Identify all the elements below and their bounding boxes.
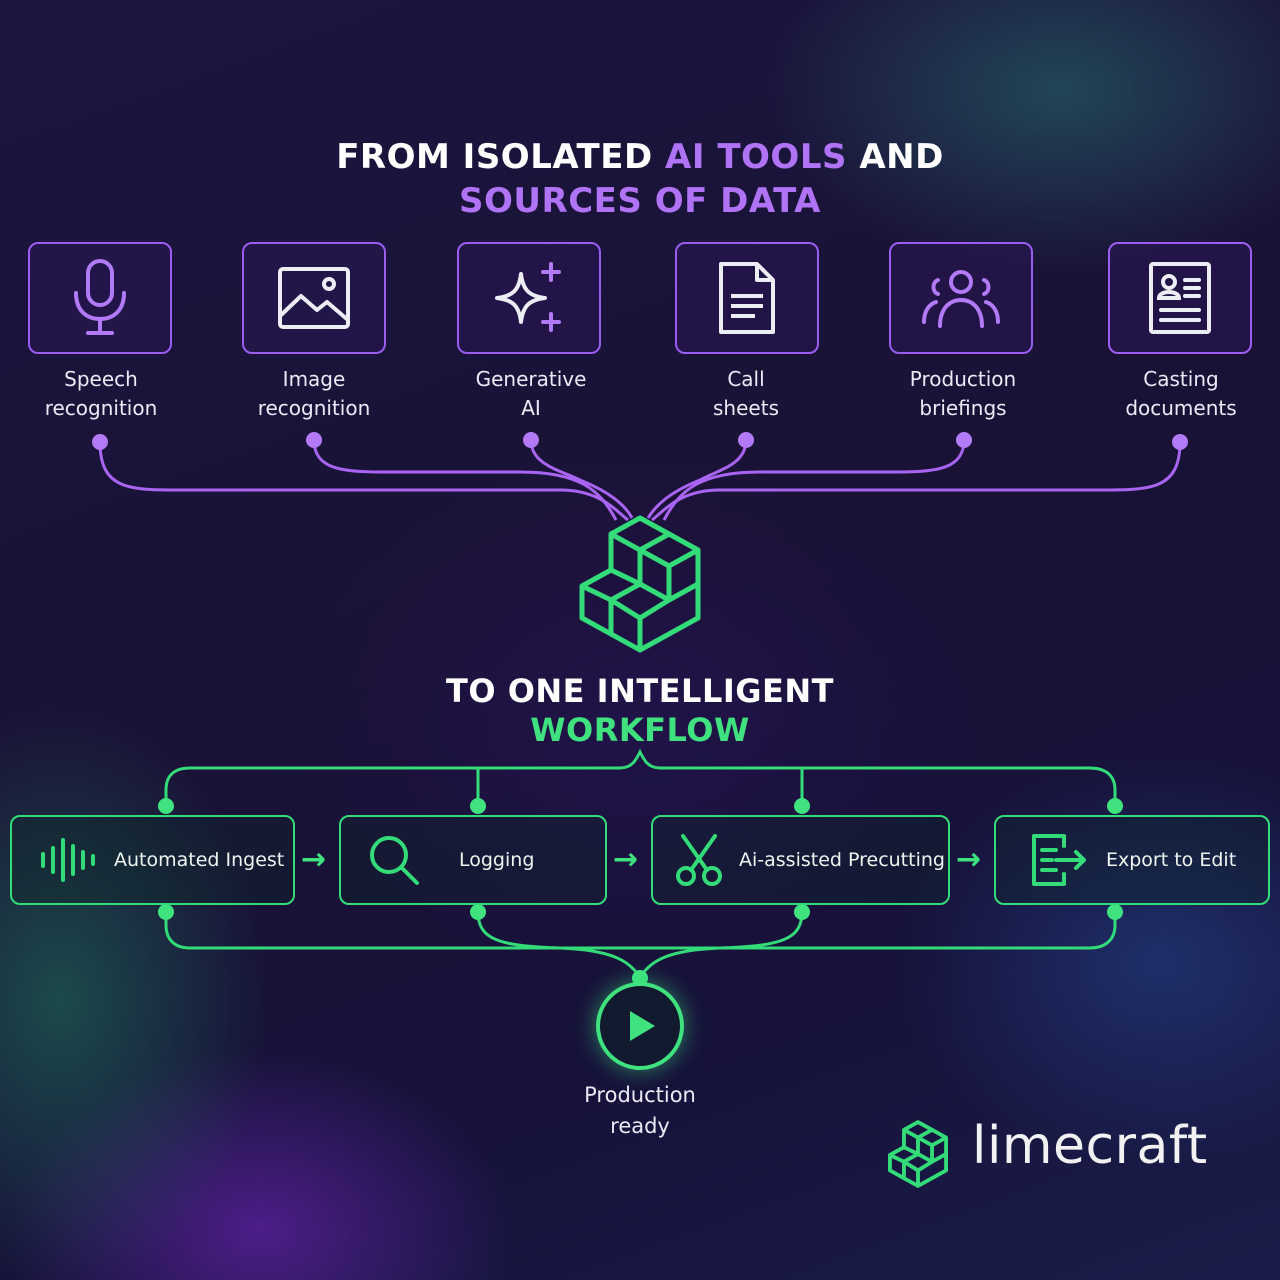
- title-highlight: AI TOOLS: [665, 137, 847, 177]
- source-label-image: Image recognition: [219, 365, 409, 423]
- top-subtitle: SOURCES OF DATA: [0, 184, 1280, 218]
- title-text: AND: [846, 137, 944, 177]
- source-connectors: [98, 439, 1182, 522]
- search-icon: [370, 836, 419, 885]
- step-label: Automated Ingest: [114, 849, 285, 871]
- middle-title: TO ONE INTELLIGENT: [0, 675, 1280, 707]
- production-ready-label: Production ready: [540, 1080, 740, 1142]
- step-label: Export to Edit: [1106, 849, 1237, 871]
- step-automated-ingest: Automated Ingest: [10, 815, 295, 905]
- step-precutting: Ai-assisted Precutting: [651, 815, 950, 905]
- source-card-generative-ai: [457, 242, 601, 354]
- source-label-generative-ai: Generative AI: [436, 365, 626, 423]
- step-logging: Logging: [339, 815, 607, 905]
- step-label: Logging: [459, 849, 535, 871]
- source-label-production-briefings: Production briefings: [868, 365, 1058, 423]
- title-text: FROM ISOLATED: [336, 137, 666, 177]
- label-line: ready: [610, 1114, 670, 1138]
- image-icon: [278, 267, 350, 329]
- middle-title-text: TO ONE INTELLIGENT: [446, 672, 834, 710]
- label-line: AI: [521, 396, 541, 420]
- arrow-right-icon: →: [956, 842, 982, 877]
- limecraft-logo-icon: [888, 1120, 948, 1188]
- step-label: Ai-assisted Precutting: [739, 849, 945, 871]
- label-line: recognition: [257, 396, 371, 420]
- label-line: Casting: [1143, 367, 1219, 391]
- scissors-icon: [676, 834, 722, 886]
- source-connector-dots: [92, 432, 1188, 450]
- source-card-image: [242, 242, 386, 354]
- label-line: Production: [909, 367, 1017, 391]
- waveform-icon: [41, 838, 95, 882]
- label-line: briefings: [919, 396, 1007, 420]
- hub-logo-icon: [579, 515, 701, 653]
- middle-subtitle-text: WORKFLOW: [530, 711, 750, 749]
- step-export-to-edit: Export to Edit: [994, 815, 1270, 905]
- workflow-connector-dots: [158, 798, 1123, 986]
- brand-wordmark: limecraft: [972, 1116, 1208, 1176]
- source-label-casting-documents: Casting documents: [1086, 365, 1276, 423]
- label-line: Image: [282, 367, 346, 391]
- production-ready-button: [596, 982, 684, 1070]
- export-icon: [1032, 834, 1086, 886]
- id-card-icon: [1149, 262, 1211, 334]
- microphone-icon: [74, 259, 126, 335]
- label-line: sheets: [713, 396, 779, 420]
- label-line: Generative: [475, 367, 587, 391]
- arrow-right-icon: →: [301, 842, 327, 877]
- document-icon: [719, 262, 775, 334]
- source-card-production-briefings: [889, 242, 1033, 354]
- label-line: recognition: [44, 396, 158, 420]
- label-line: Call: [727, 367, 765, 391]
- label-line: Production: [584, 1083, 696, 1107]
- source-label-call-sheets: Call sheets: [651, 365, 841, 423]
- source-label-speech: Speech recognition: [6, 365, 196, 423]
- label-line: documents: [1125, 396, 1237, 420]
- source-card-call-sheets: [675, 242, 819, 354]
- arrow-right-icon: →: [613, 842, 639, 877]
- source-card-speech: [28, 242, 172, 354]
- subtitle-text: SOURCES OF DATA: [459, 181, 821, 221]
- people-icon: [922, 270, 1000, 328]
- label-line: Speech: [64, 367, 138, 391]
- middle-subtitle: WORKFLOW: [0, 714, 1280, 746]
- top-title: FROM ISOLATED AI TOOLS AND: [0, 140, 1280, 174]
- source-card-casting-documents: [1108, 242, 1252, 354]
- workflow-connectors: [164, 748, 1117, 979]
- play-icon: [630, 1011, 655, 1041]
- sparkle-icon: [495, 262, 561, 332]
